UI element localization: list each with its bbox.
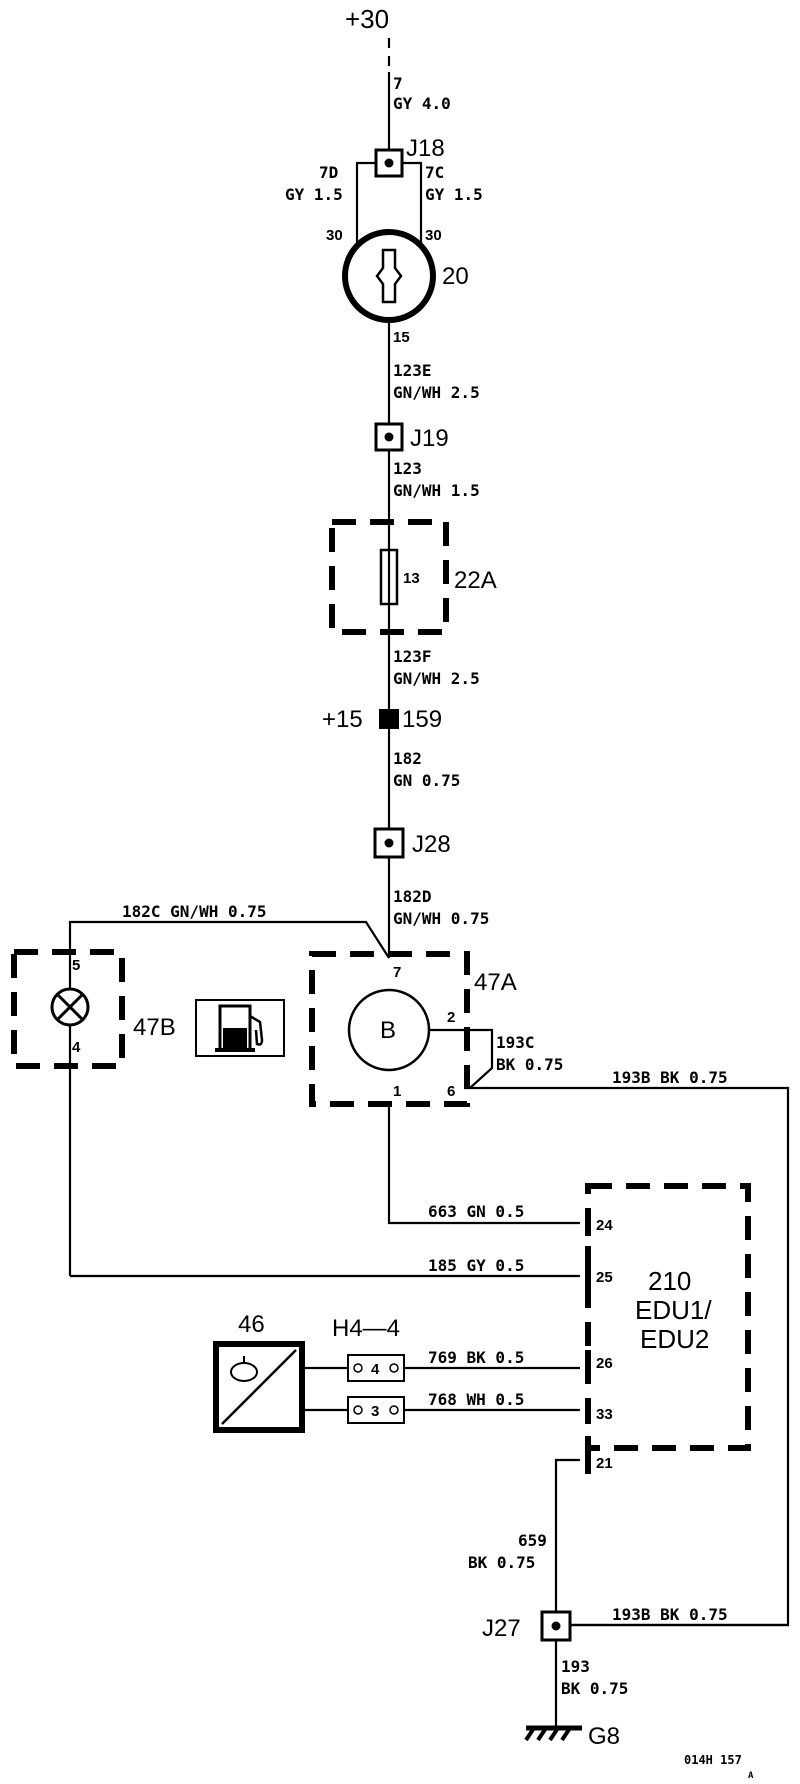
junction-j27-dot: [551, 1621, 561, 1631]
wire-182-spec: GN 0.75: [393, 771, 460, 790]
connector-pin-4-in: [353, 1363, 363, 1373]
switch-pin-30-left: 30: [326, 227, 343, 244]
edu-number-label: 210: [648, 1266, 691, 1296]
drawing-code: 014H 157: [684, 1753, 742, 1767]
ignition-switch-label: 20: [442, 263, 469, 290]
connector-pin-3-label: 3: [371, 1403, 379, 1420]
wire-123f-number: 123F: [393, 647, 432, 666]
gauge-pin-7: 7: [393, 964, 401, 981]
wire-193-number: 193: [561, 1657, 590, 1676]
edu-pin-21: 21: [596, 1455, 613, 1472]
connector-pin-4-out: [389, 1363, 399, 1373]
wire-659-spec: BK 0.75: [468, 1553, 535, 1572]
junction-j19-label: J19: [410, 425, 449, 452]
switch-pin-30-right: 30: [425, 227, 442, 244]
wire-182c: [68, 920, 390, 968]
connector-pin-4-label: 4: [371, 1361, 380, 1378]
wire-193c-spec: BK 0.75: [496, 1055, 563, 1074]
edu-pin-33: 33: [596, 1406, 613, 1423]
wire-123e-spec: GN/WH 2.5: [393, 383, 480, 402]
node-159: [379, 709, 399, 729]
ground-icon: [524, 1725, 582, 1742]
fuel-gauge-label: 47A: [474, 969, 517, 996]
wire-123-spec: GN/WH 1.5: [393, 481, 480, 500]
edu-pin-26: 26: [596, 1355, 613, 1372]
wire-769-spec: 769 BK 0.5: [428, 1348, 524, 1367]
wire-7d-spec: GY 1.5: [285, 185, 343, 204]
wire-663: [387, 1104, 580, 1225]
fuse-box-label: 22A: [454, 567, 497, 594]
ignition-key-icon: [375, 248, 403, 304]
supply-plus30-label: +30: [345, 4, 389, 34]
wire-659: [554, 1458, 580, 1612]
wire-123e-number: 123E: [393, 361, 432, 380]
wire-7d: [355, 161, 376, 248]
junction-j18-label: J18: [406, 135, 445, 162]
edu-pin-24: 24: [596, 1217, 613, 1234]
wire-182c-spec: 182C GN/WH 0.75: [122, 902, 267, 921]
wire-193-spec: BK 0.75: [561, 1679, 628, 1698]
node-159-label: 159: [402, 706, 442, 733]
gauge-pin-2: 2: [447, 1009, 455, 1026]
warning-lamp-47b-box: [11, 949, 125, 1069]
wire-193c: [464, 1028, 494, 1089]
wire-185-spec: 185 GY 0.5: [428, 1256, 524, 1275]
sender-float-icon: [230, 1362, 258, 1382]
sender-diagonal: [221, 1349, 297, 1425]
wire-7c-number: 7C: [425, 163, 444, 182]
edu-pin-25: 25: [596, 1269, 613, 1286]
fuel-sender-label: 46: [238, 1311, 265, 1338]
node-plus15-label: +15: [322, 706, 363, 733]
wire-7d-number: 7D: [319, 163, 338, 182]
lamp-cross-b: [55, 992, 85, 1022]
wire-7c-spec: GY 1.5: [425, 185, 483, 204]
fuel-pump-icon: [215, 1004, 264, 1052]
connector-label: H4—4: [332, 1315, 400, 1342]
edu-210-box: [585, 1183, 751, 1451]
wire-659-number: 659: [518, 1531, 547, 1550]
junction-j19-dot: [384, 432, 394, 442]
wire-182-number: 182: [393, 749, 422, 768]
drawing-revision: A: [748, 1771, 754, 1781]
wire-7c: [402, 161, 423, 248]
wire-193b-top-spec: 193B BK 0.75: [612, 1068, 728, 1087]
lamp-pin-4: 4: [72, 1039, 81, 1056]
wire-7-number: 7: [393, 74, 403, 93]
wire-182d-spec: GN/WH 0.75: [393, 909, 489, 928]
lamp-pin-5: 5: [72, 957, 80, 974]
gauge-pin-6: 6: [447, 1083, 455, 1100]
junction-j18-dot: [384, 158, 394, 168]
wire-768-spec: 768 WH 0.5: [428, 1390, 524, 1409]
wire-123-number: 123: [393, 459, 422, 478]
fuel-gauge-letter: B: [380, 1017, 396, 1044]
wire-182d-number: 182D: [393, 887, 432, 906]
edu-name-line1: EDU1/: [635, 1295, 712, 1325]
wire-7-spec: GY 4.0: [393, 94, 451, 113]
wire-123f-spec: GN/WH 2.5: [393, 669, 480, 688]
connector-pin-3-in: [353, 1405, 363, 1415]
junction-j28-label: J28: [412, 831, 451, 858]
gauge-pin-1: 1: [393, 1083, 401, 1100]
warning-lamp-label: 47B: [133, 1014, 176, 1041]
wire-193b-bottom-spec: 193B BK 0.75: [612, 1605, 728, 1624]
junction-j27-label: J27: [482, 1615, 521, 1642]
ground-label: G8: [588, 1723, 620, 1750]
edu-name-line2: EDU2: [640, 1324, 709, 1354]
wire-193c-number: 193C: [496, 1033, 535, 1052]
switch-pin-15: 15: [393, 329, 410, 346]
junction-j28-dot: [384, 838, 394, 848]
wire-663-spec: 663 GN 0.5: [428, 1202, 524, 1221]
connector-pin-3-out: [389, 1405, 399, 1415]
fuse-number-label: 13: [403, 570, 420, 587]
